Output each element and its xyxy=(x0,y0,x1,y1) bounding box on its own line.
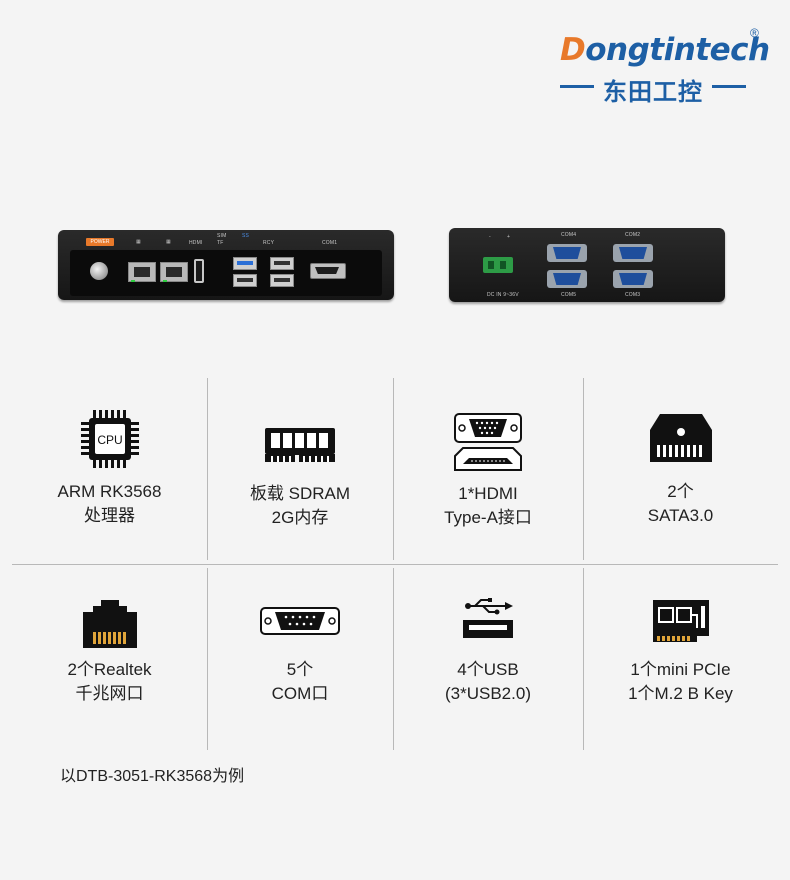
dc-in-label: DC IN 9~36V xyxy=(487,292,519,298)
feature-line1: ARM RK3568 xyxy=(57,482,162,501)
link-led xyxy=(163,280,167,282)
pcie-card-icon xyxy=(652,600,709,642)
hdmi-icon xyxy=(454,413,522,471)
feature-line1: 板载 SDRAM xyxy=(249,484,351,503)
power-button xyxy=(90,262,108,280)
hdmi-label: HDMI xyxy=(189,240,203,246)
lan1-icon: ▦ xyxy=(136,239,141,245)
feature-cpu: CPU ARM RK3568 处理器 xyxy=(12,400,207,550)
feature-line2: (3*USB2.0) xyxy=(445,684,531,703)
grid-divider xyxy=(207,378,208,560)
rcy-label: RCY xyxy=(263,240,275,246)
footnote: 以DTB-3051-RK3568为例 xyxy=(60,768,245,785)
feature-line1: 1个mini PCIe xyxy=(630,660,731,679)
device-rear-view: - + DC IN 9~36V COM4 COM2 COM5 COM3 xyxy=(449,228,725,302)
com1-port xyxy=(310,263,346,279)
svg-text:CPU: CPU xyxy=(97,433,122,447)
grid-divider xyxy=(393,378,394,560)
feature-line2: 处理器 xyxy=(84,506,135,525)
com1-label: COM1 xyxy=(322,240,338,246)
usb2-port xyxy=(270,257,294,270)
ethernet-icon xyxy=(82,600,137,648)
com2-port xyxy=(613,244,653,262)
ethernet-port-1 xyxy=(128,262,156,282)
usb-icon xyxy=(463,598,513,638)
feature-line1: 2个Realtek xyxy=(67,660,152,679)
brand-chinese-row: 东田工控 xyxy=(560,72,746,106)
usb3-label: SS xyxy=(242,233,250,239)
com3-label: COM3 xyxy=(625,292,641,298)
dc-minus-label: - xyxy=(489,234,491,240)
hdmi-port xyxy=(194,259,204,283)
feature-line2: 千兆网口 xyxy=(75,684,144,703)
feature-line1: 5个 xyxy=(286,660,314,679)
grid-divider xyxy=(583,378,584,560)
link-led xyxy=(131,280,135,282)
sata-icon xyxy=(649,414,712,462)
com5-label: COM5 xyxy=(561,292,577,298)
ram-icon xyxy=(265,428,335,463)
registered-mark: ® xyxy=(750,26,759,40)
feature-ethernet: 2个Realtek 千兆网口 xyxy=(12,590,207,740)
cpu-icon: CPU xyxy=(80,410,139,468)
brand-chinese-name: 东田工控 xyxy=(603,78,703,106)
logo-divider-left xyxy=(560,85,594,88)
grid-divider xyxy=(393,568,394,750)
usb2-port xyxy=(233,274,257,287)
ethernet-port-2 xyxy=(160,262,188,282)
feature-line1: 2个 xyxy=(667,482,694,501)
feature-line2: SATA3.0 xyxy=(647,506,714,525)
tf-label: TF xyxy=(217,240,224,246)
feature-line2: Type-A接口 xyxy=(444,508,532,527)
power-label: POWER xyxy=(86,238,114,246)
com3-port xyxy=(613,270,653,288)
feature-line2: 1个M.2 B Key xyxy=(628,684,733,703)
lan2-icon: ▦ xyxy=(166,239,171,245)
feature-pcie: 1个mini PCIe 1个M.2 B Key xyxy=(583,590,778,740)
brand-logo: Dongtintech ® 东田工控 xyxy=(556,26,770,106)
device-front-view: POWER ▦ ▦ HDMI SIM TF SS RCY COM1 xyxy=(58,230,394,300)
grid-divider xyxy=(207,568,208,750)
usb3-port xyxy=(233,257,257,270)
feature-sata: 2个 SATA3.0 xyxy=(583,400,778,550)
com4-label: COM4 xyxy=(561,232,577,238)
feature-hdmi: 1*HDMI Type-A接口 xyxy=(393,400,583,550)
grid-divider xyxy=(12,564,778,565)
sim-label: SIM xyxy=(217,233,227,239)
usb2-port xyxy=(270,274,294,287)
feature-com: 5个 COM口 xyxy=(207,590,393,740)
grid-divider xyxy=(583,568,584,750)
feature-line2: 2G内存 xyxy=(271,508,329,527)
front-io-panel xyxy=(70,250,382,296)
com2-label: COM2 xyxy=(625,232,641,238)
com-port-icon xyxy=(260,607,340,635)
feature-line1: 4个USB xyxy=(457,660,519,679)
dc-power-terminal xyxy=(483,257,513,273)
com5-port xyxy=(547,270,587,288)
com4-port xyxy=(547,244,587,262)
feature-line1: 1*HDMI xyxy=(458,484,518,503)
feature-ram: 板载 SDRAM 2G内存 xyxy=(207,400,393,550)
brand-name: Dongtintech xyxy=(560,32,770,68)
feature-line2: COM口 xyxy=(271,684,329,703)
feature-usb: 4个USB (3*USB2.0) xyxy=(393,590,583,740)
logo-divider-right xyxy=(712,85,746,88)
dc-plus-label: + xyxy=(507,234,511,240)
